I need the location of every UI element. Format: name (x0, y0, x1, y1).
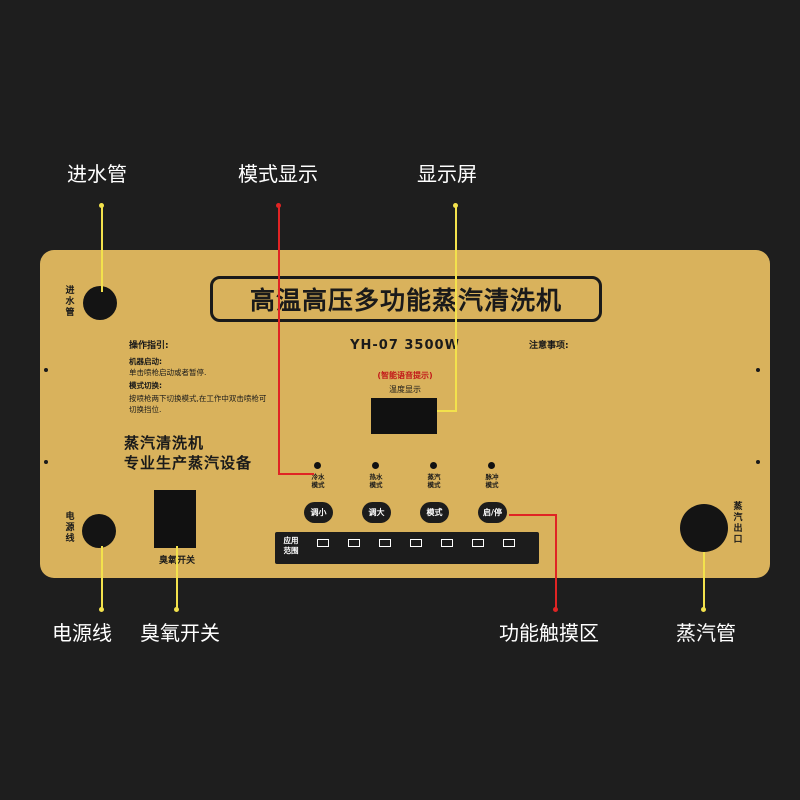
leader-display-screen-horizontal (437, 410, 457, 412)
callout-mode-display: 模式显示 (238, 162, 318, 186)
guide-line: 模式切换: (129, 381, 162, 390)
mount-hole (756, 368, 760, 372)
inlet-label: 进水管 (65, 286, 75, 318)
leader-water-inlet (101, 206, 103, 292)
ozone-switch[interactable] (154, 490, 196, 548)
range-hood-icon (317, 539, 329, 547)
leader-ozone-switch (176, 546, 178, 610)
leader-dot (553, 607, 558, 612)
leader-mode-display-horizontal (278, 473, 314, 475)
model-number: YH-07 3500W (350, 338, 460, 353)
usage-item (432, 535, 462, 561)
mount-hole (756, 460, 760, 464)
mode-label-pulse: 脉冲 模式 (485, 473, 499, 489)
callout-steam-pipe: 蒸汽管 (676, 621, 736, 645)
water-inlet-port (83, 286, 117, 320)
guide-line: 机器启动: (129, 357, 162, 366)
callout-touch-area: 功能触摸区 (499, 621, 599, 645)
usage-item (463, 535, 493, 561)
guide-line: 单击喷枪启动或者暂停. (129, 368, 207, 377)
temperature-label: 温度显示 (389, 385, 421, 394)
mode-label-cold: 冷水 模式 (311, 473, 325, 489)
leader-mode-display (278, 206, 280, 475)
guide-line: 按喷枪两下切换模式,在工作中双击喷枪可 (129, 394, 267, 403)
leader-display-screen (455, 206, 457, 412)
panel-title: 高温高压多功能蒸汽清洗机 (210, 276, 602, 322)
steam-outlet-label: 蒸汽出口 (733, 502, 743, 545)
mode-label-hot: 热水 模式 (369, 473, 383, 489)
usage-item (370, 535, 400, 561)
start-stop-button[interactable]: 启/停 (478, 502, 507, 523)
usage-scope-title: 应用 范围 (283, 536, 299, 555)
mount-hole (44, 460, 48, 464)
mode-indicator-light (430, 462, 437, 469)
leader-dot (174, 607, 179, 612)
water-heater-icon (410, 539, 422, 547)
mode-indicator-light (488, 462, 495, 469)
leader-power-cord (101, 546, 103, 610)
usage-scope-strip: 应用 范围 (275, 532, 539, 564)
brand-line-2: 专业生产蒸汽设备 (124, 454, 253, 472)
steam-outlet-port (680, 504, 728, 552)
usage-item (308, 535, 338, 561)
voice-hint: (智能语音提示) (377, 371, 433, 380)
leader-dot (99, 203, 104, 208)
display-screen (371, 398, 437, 434)
decrease-button[interactable]: 调小 (304, 502, 333, 523)
leader-dot (276, 203, 281, 208)
power-label: 电源线 (65, 512, 75, 544)
sofa-icon (503, 539, 515, 547)
brand-line-1: 蒸汽清洗机 (124, 434, 205, 452)
leader-dot (701, 607, 706, 612)
mount-hole (44, 368, 48, 372)
stove-icon (379, 539, 391, 547)
callout-ozone-switch: 臭氧开关 (140, 621, 220, 645)
leader-dot (99, 607, 104, 612)
guide-line: 切换挡位. (129, 405, 162, 414)
leader-touch-area-horizontal (509, 514, 557, 516)
leader-steam-pipe (703, 552, 705, 610)
mode-label-steam: 蒸汽 模式 (427, 473, 441, 489)
leader-touch-area (555, 514, 557, 610)
increase-button[interactable]: 调大 (362, 502, 391, 523)
usage-item (401, 535, 431, 561)
leader-dot (453, 203, 458, 208)
usage-item (494, 535, 524, 561)
control-panel: 进水管 电源线 高温高压多功能蒸汽清洗机 YH-07 3500W (智能语音提示… (40, 250, 770, 578)
mode-indicator-light (314, 462, 321, 469)
callout-power-cord: 电源线 (52, 621, 112, 645)
washing-machine-icon (472, 539, 484, 547)
fridge-icon (441, 539, 453, 547)
mode-indicator-light (372, 462, 379, 469)
notes-title: 注意事项: (529, 341, 569, 351)
callout-water-inlet: 进水管 (67, 162, 127, 186)
mode-button[interactable]: 模式 (420, 502, 449, 523)
guide-title: 操作指引: (129, 341, 169, 351)
usage-item (339, 535, 369, 561)
air-conditioner-icon (348, 539, 360, 547)
power-cord-port (82, 514, 116, 548)
callout-display-screen: 显示屏 (417, 162, 477, 186)
